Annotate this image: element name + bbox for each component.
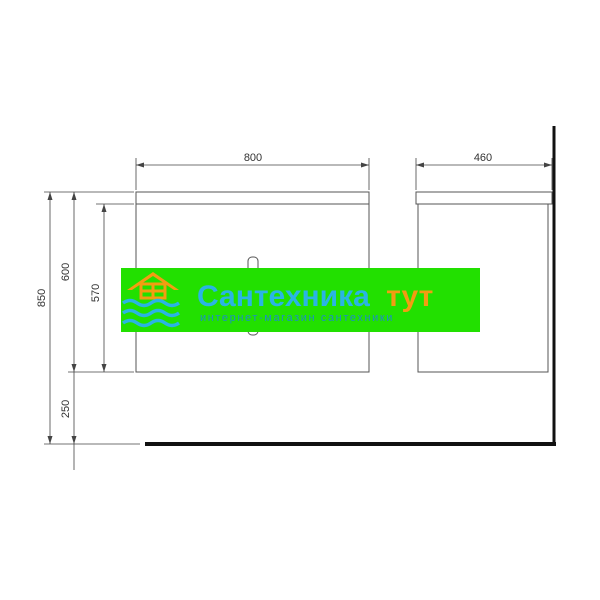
- front-countertop: [135, 191, 370, 205]
- brand-subtitle: интернет-магазин сантехники: [200, 312, 394, 324]
- dimension-250: 250: [60, 372, 77, 470]
- dim-label-460: 460: [474, 152, 492, 164]
- brand-name-accent: тут: [386, 280, 433, 313]
- dim-label-250: 250: [60, 400, 72, 418]
- dimension-460: 460: [415, 152, 553, 190]
- dim-label-800: 800: [244, 152, 262, 164]
- svg-text:Сантехника тут: Сантехника тут: [197, 280, 433, 313]
- side-countertop: [415, 191, 553, 205]
- dimension-800: 800: [135, 152, 370, 190]
- dim-label-570: 570: [90, 284, 102, 302]
- dim-label-850: 850: [36, 289, 48, 307]
- watermark-background: [121, 268, 480, 332]
- house-waves-icon: [121, 272, 181, 328]
- dim-label-600: 600: [60, 263, 72, 281]
- wall-and-floor: [145, 126, 556, 446]
- dimension-570: 570: [90, 204, 107, 372]
- watermark: Сантехника тут интернет-магазин сантехни…: [121, 268, 480, 332]
- dimension-850: 850: [36, 192, 53, 444]
- brand-name-main: Сантехника: [197, 280, 370, 313]
- dimension-600: 600: [60, 192, 77, 372]
- extension-lines: [44, 191, 140, 445]
